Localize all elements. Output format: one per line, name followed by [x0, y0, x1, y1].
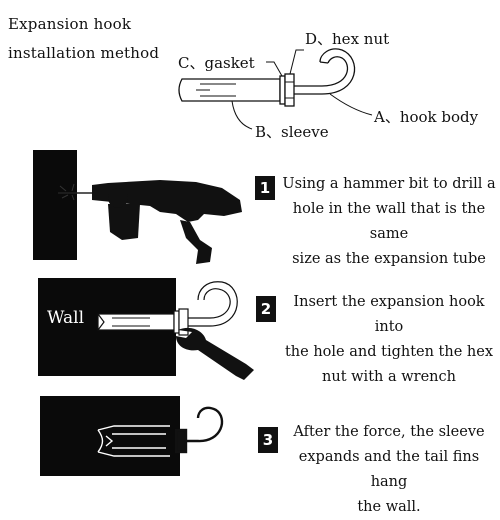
leader-line-d — [289, 49, 304, 75]
leader-lines — [231, 49, 373, 130]
drill-bit — [58, 183, 92, 201]
step-1-line-3: size as the expansion tube — [292, 251, 486, 267]
step-1-line-1: Using a hammer bit to drill a — [282, 176, 496, 192]
expansion-hook-inserted — [97, 281, 238, 336]
step-3-line-1: After the force, the sleeve — [293, 424, 485, 440]
step-3-text: After the force, the sleeve expands and … — [280, 420, 498, 520]
step-1-text: Using a hammer bit to drill a hole in th… — [280, 172, 498, 272]
step-2-line-2: the hole and tighten the hex — [284, 344, 494, 360]
step-3-badge: 3 — [259, 429, 277, 451]
label-hex-nut: D、hex nut — [305, 30, 390, 48]
hammer-drill-icon — [92, 180, 242, 264]
wall-block-1 — [33, 150, 77, 260]
wall-block-3 — [40, 396, 180, 476]
step-3-line-2: expands and the tail fins hang — [298, 449, 480, 490]
label-gasket: C、gasket — [178, 54, 255, 72]
leader-line-c — [266, 61, 283, 77]
step-3-line-3: the wall. — [357, 499, 421, 515]
expanded-sleeve — [97, 425, 170, 457]
page-title-line-2: installation method — [8, 44, 160, 62]
step-2-line-1: Insert the expansion hook into — [293, 294, 485, 335]
step-2-badge: 2 — [257, 298, 275, 320]
wall-label: Wall — [47, 308, 85, 328]
hook-after-expansion — [174, 406, 224, 454]
page-title-line-1: Expansion hook — [8, 15, 132, 33]
step-2-line-3: nut with a wrench — [322, 369, 456, 385]
label-hook-body: A、hook body — [374, 108, 479, 126]
step-1-badge: 1 — [256, 177, 274, 199]
expansion-hook-diagram — [178, 48, 356, 107]
step-2-text: Insert the expansion hook into the hole … — [280, 290, 498, 390]
leader-line-b — [231, 100, 253, 130]
diagram-canvas — [33, 48, 373, 476]
leader-line-a — [329, 93, 373, 116]
wrench-icon — [176, 327, 254, 380]
step-1-line-2: hole in the wall that is the same — [292, 201, 486, 242]
label-sleeve: B、sleeve — [255, 123, 329, 141]
